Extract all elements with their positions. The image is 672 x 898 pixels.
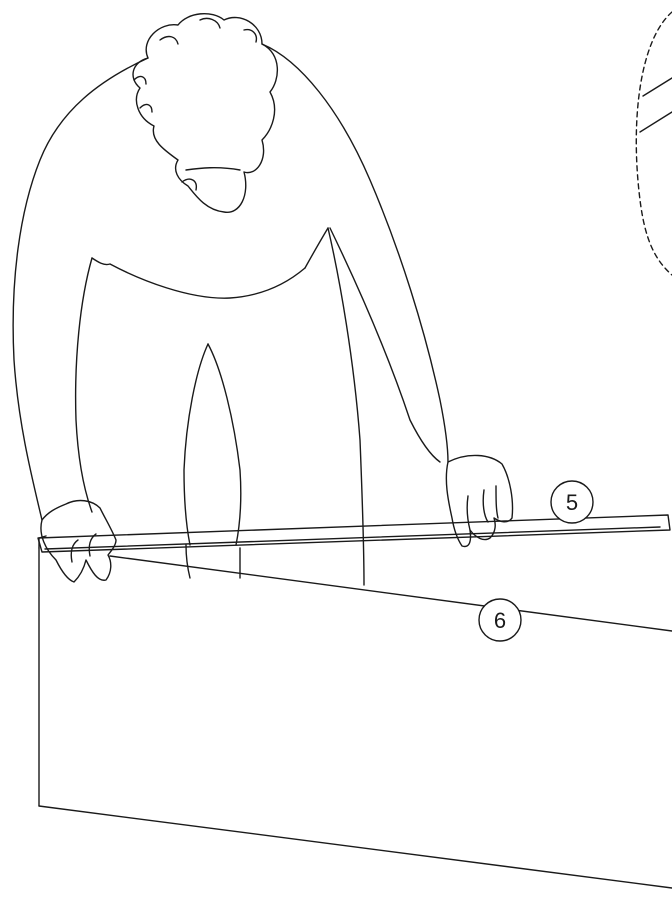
left-hand [41, 501, 116, 582]
callout-6: 6 [479, 599, 521, 641]
body-front [262, 44, 448, 462]
head-outline [133, 14, 277, 213]
right-arm-inner [328, 228, 364, 585]
panel-bottom-edge [39, 806, 672, 888]
detail-magnifier-circle [636, 12, 672, 275]
callout-6-label: 6 [494, 608, 506, 633]
callout-5: 5 [551, 481, 593, 523]
body-back [13, 58, 148, 520]
panel-board [39, 536, 672, 888]
callout-5-label: 5 [566, 490, 578, 515]
panel-top-edge [110, 556, 672, 631]
torso-fold [184, 344, 208, 545]
person-figure [13, 14, 512, 585]
left-arm-inner [76, 258, 92, 512]
